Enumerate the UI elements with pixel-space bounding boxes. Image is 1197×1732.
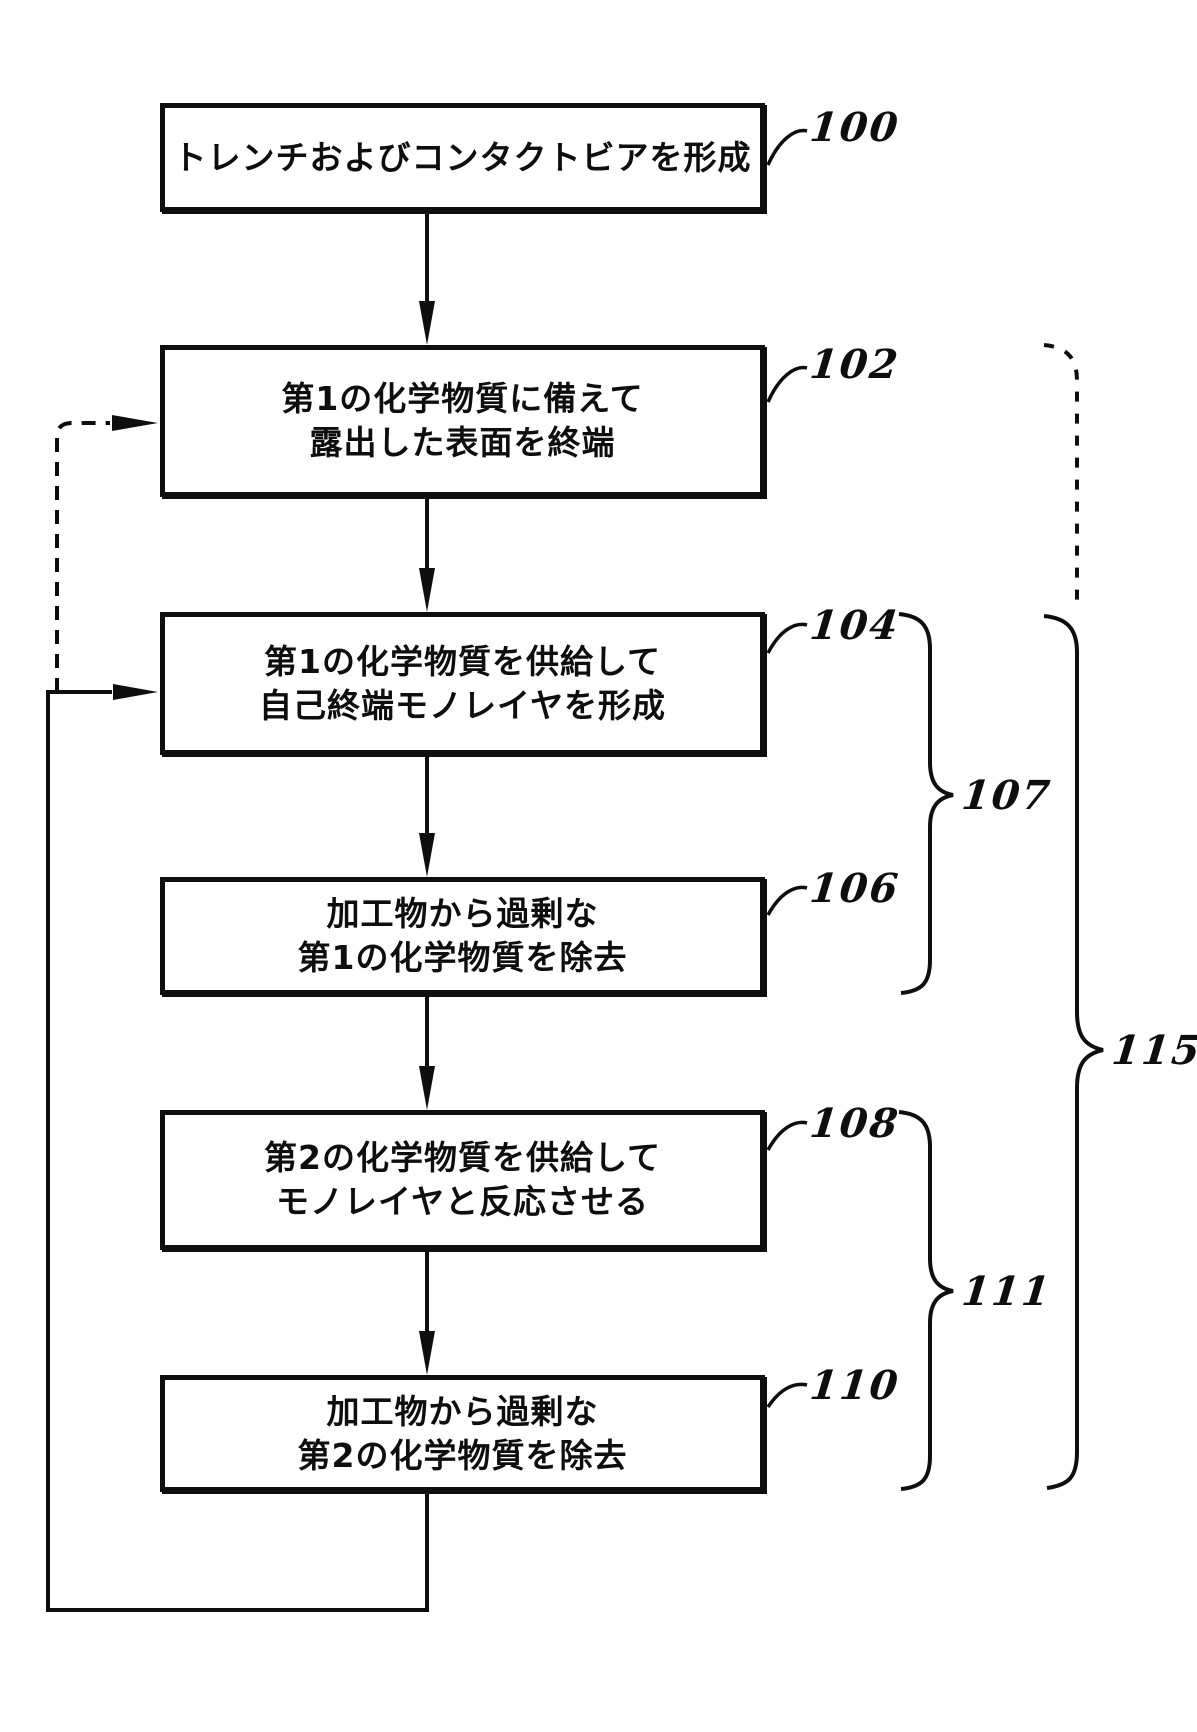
ref-label-108: 108 bbox=[807, 1100, 902, 1147]
flow-arrow-100-102 bbox=[419, 214, 435, 345]
leader-108 bbox=[766, 1120, 808, 1151]
step-box-106: 加工物から過剰な 第1の化学物質を除去 bbox=[160, 877, 765, 995]
step-104-text-line1: 第1の化学物質を供給して bbox=[264, 641, 661, 681]
step-box-110: 加工物から過剰な 第2の化学物質を除去 bbox=[160, 1375, 765, 1492]
ref-label-115: 115 bbox=[1109, 1027, 1197, 1074]
leader-106 bbox=[766, 885, 808, 916]
step-104-text-line2: 自己終端モノレイヤを形成 bbox=[258, 685, 666, 725]
ref-label-107: 107 bbox=[959, 772, 1054, 819]
ref-label-104: 104 bbox=[807, 602, 902, 649]
step-110-text-line2: 第2の化学物質を除去 bbox=[297, 1435, 628, 1475]
flow-arrow-102-104 bbox=[419, 499, 435, 612]
ref-label-102: 102 bbox=[807, 341, 902, 388]
step-108-text-line1: 第2の化学物質を供給して bbox=[264, 1138, 661, 1178]
step-box-104: 第1の化学物質を供給して 自己終端モノレイヤを形成 bbox=[160, 612, 765, 755]
step-106-text-line2: 第1の化学物質を除去 bbox=[297, 938, 628, 977]
step-110-text-line1: 加工物から過剰な bbox=[326, 1391, 599, 1431]
step-108-text-line2: モノレイヤと反応させる bbox=[275, 1182, 649, 1221]
step-106-text-line1: 加工物から過剰な bbox=[326, 894, 599, 934]
flow-arrow-104-106 bbox=[419, 757, 435, 877]
brace-115 bbox=[1043, 614, 1104, 1490]
leader-104 bbox=[766, 622, 808, 654]
feedback-loop-110-to-104 bbox=[46, 684, 429, 1612]
leader-102 bbox=[766, 365, 808, 403]
step-box-108: 第2の化学物質を供給して モノレイヤと反応させる bbox=[160, 1110, 765, 1250]
ref-label-106: 106 bbox=[807, 865, 902, 912]
leader-100 bbox=[766, 128, 808, 166]
ref-label-110: 110 bbox=[807, 1362, 902, 1409]
step-102-text-line2: 露出した表面を終端 bbox=[309, 423, 616, 462]
flow-arrow-106-108 bbox=[419, 997, 435, 1110]
flow-arrow-108-110 bbox=[419, 1252, 435, 1375]
dashed-feedback-to-102 bbox=[55, 415, 158, 692]
ref-label-100: 100 bbox=[807, 104, 902, 151]
step-102-text-line1: 第1の化学物質に備えて bbox=[281, 379, 644, 419]
brace-111 bbox=[898, 1110, 954, 1491]
leader-110 bbox=[766, 1382, 808, 1408]
step-100-text: トレンチおよびコンタクトビアを形成 bbox=[173, 137, 752, 177]
brace-115-dashed-extension bbox=[1043, 343, 1079, 608]
step-box-100: トレンチおよびコンタクトビアを形成 bbox=[160, 103, 765, 212]
brace-107 bbox=[898, 612, 954, 995]
step-box-102: 第1の化学物質に備えて 露出した表面を終端 bbox=[160, 345, 765, 497]
ref-label-111: 111 bbox=[959, 1268, 1054, 1315]
